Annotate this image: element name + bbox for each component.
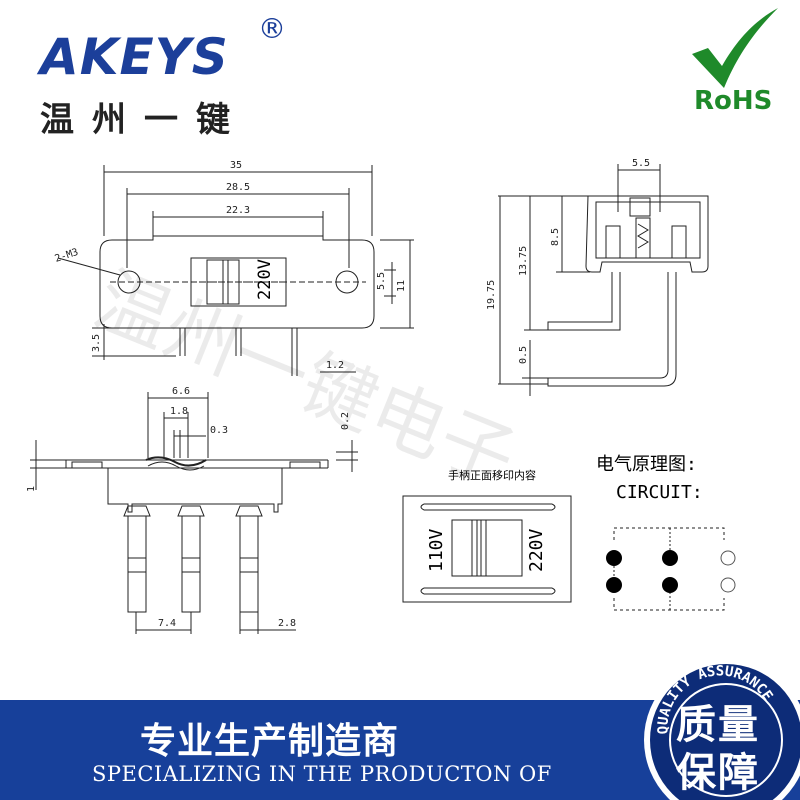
quality-seal-icon: QUALITY ASSURANCE (644, 658, 800, 800)
circuit-dot-filled (662, 577, 678, 593)
seal-line-2: 保障 (676, 750, 760, 796)
footer-tagline-en: SPECIALIZING IN THE PRODUCTON OF (92, 762, 552, 786)
registered-mark: ® (258, 12, 286, 45)
dim-7-4: 7.4 (158, 618, 176, 629)
circuit-dot-filled (606, 577, 622, 593)
seal-line-1: 质量 (676, 702, 760, 748)
print-label-220v: 220V (526, 528, 547, 572)
rohs-check-icon (692, 8, 778, 88)
knob-voltage-label: 220V (255, 259, 275, 300)
circuit-title-cn: 电气原理图: (596, 454, 697, 475)
circuit-dot-filled (662, 550, 678, 566)
dim-1-8: 1.8 (170, 406, 188, 417)
watermark: 温州一键电子 (83, 257, 527, 503)
dim-3-5: 3.5 (91, 334, 102, 352)
brand-chinese-name: 温州一键 (40, 100, 248, 140)
dim-side-5-5: 5.5 (632, 158, 650, 169)
circuit-title-en: CIRCUIT: (616, 482, 703, 503)
dim-0-2: 0.2 (340, 412, 351, 430)
dim-2-8: 2.8 (278, 618, 296, 629)
dim-side-0-5: 0.5 (518, 346, 529, 364)
dim-0-3: 0.3 (210, 425, 228, 436)
dim-22-3: 22.3 (226, 205, 250, 216)
dim-6-6: 6.6 (172, 386, 190, 397)
rohs-label: RoHS (694, 86, 773, 116)
print-note: 手柄正面移印内容 (448, 468, 536, 482)
dim-28-5: 28.5 (226, 182, 250, 193)
dim-side-8-5: 8.5 (550, 228, 561, 246)
dim-1-2: 1.2 (326, 360, 344, 371)
dim-1: 1 (26, 486, 37, 492)
brand-logo: AKEYS (40, 28, 229, 86)
dim-11: 11 (396, 280, 407, 292)
dim-35: 35 (230, 160, 242, 171)
print-label-110v: 110V (426, 528, 447, 572)
technical-drawing: 35 28.5 22.3 2-M3 5.5 11 3.5 1.2 6.6 1.8… (26, 158, 736, 634)
footer-tagline-cn: 专业生产制造商 (140, 721, 400, 762)
circuit-dot-filled (606, 550, 622, 566)
circuit-dot-open (720, 550, 736, 566)
circuit-dot-open (720, 577, 736, 593)
dim-side-19-75: 19.75 (486, 280, 497, 310)
dim-2-m3: 2-M3 (54, 247, 80, 265)
dim-5-5-front: 5.5 (376, 272, 387, 290)
dim-side-13-75: 13.75 (518, 246, 529, 276)
